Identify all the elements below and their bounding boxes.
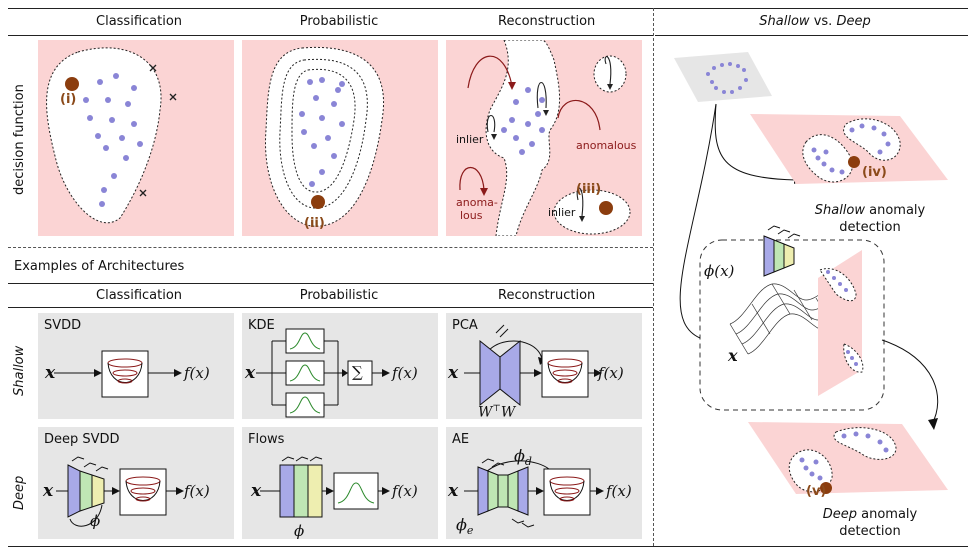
arch-header-bottom-rule — [8, 307, 653, 308]
outlier-iv — [848, 156, 860, 168]
diagram-deep-svdd — [56, 456, 184, 527]
box-kde — [242, 313, 438, 419]
ae-phi-e: ϕe — [456, 515, 474, 538]
label-inlier-2: inlier — [548, 206, 576, 219]
diagram-svdd — [54, 350, 182, 398]
col-header-probabilistic: Probabilistic — [299, 14, 379, 29]
diagram-ae — [464, 458, 604, 528]
col-header-classification: Classification — [96, 14, 183, 29]
panel-reconstruction — [446, 40, 642, 236]
kde-sum: ∑ — [352, 363, 363, 381]
box-title-svdd: SVDD — [44, 318, 82, 333]
shallow-caption: Shallow anomaly detection — [814, 203, 926, 235]
outlier-iii — [599, 201, 613, 215]
pca-output-fx: f(x) — [598, 364, 624, 382]
marker-v: (v) — [806, 484, 827, 499]
svdd-output-fx: f(x) — [184, 364, 210, 382]
diagram-flows — [260, 456, 390, 518]
box-title-ae: AE — [452, 432, 470, 447]
right-title: Shallow vs. Deep — [759, 14, 871, 29]
arch-col-probabilistic: Probabilistic — [299, 288, 379, 303]
vertical-divider — [653, 8, 654, 546]
deep-svdd-output-fx: f(x) — [184, 482, 210, 500]
right-phi-label: ϕ(x) — [704, 262, 735, 280]
header-rule-left — [8, 35, 653, 36]
box-title-deep-svdd: Deep SVDD — [44, 432, 120, 447]
row-label-decision-function: decision function — [12, 84, 27, 195]
diagram-kde — [256, 328, 390, 418]
flows-phi: ϕ — [294, 522, 305, 540]
marker-i: (i) — [60, 92, 77, 107]
right-x-label: x — [728, 346, 738, 365]
row-label-shallow: Shallow — [12, 345, 27, 396]
diagram-pca — [464, 324, 602, 407]
flows-input-x: x — [251, 481, 262, 501]
pca-input-x: x — [448, 363, 459, 383]
pca-wtw: W⊤W — [478, 404, 516, 421]
arch-section-title: Examples of Architectures — [14, 259, 185, 274]
outlier-ii — [311, 195, 325, 209]
right-illustration — [674, 52, 948, 494]
marker-ii: (ii) — [304, 216, 325, 231]
box-title-pca: PCA — [452, 318, 478, 333]
deep-caption: Deep anomaly detection — [822, 507, 918, 539]
header-rule-right — [655, 35, 968, 36]
col-header-reconstruction: Reconstruction — [498, 14, 596, 29]
box-title-kde: KDE — [248, 318, 275, 333]
kde-input-x: x — [245, 363, 256, 383]
marker-iii: (iii) — [576, 182, 602, 197]
marker-iv: (iv) — [862, 165, 887, 180]
outlier-i — [65, 77, 79, 91]
label-inlier-1: inlier — [456, 133, 484, 146]
ae-phi-d: ϕd — [514, 446, 532, 469]
arch-header-top-rule — [8, 283, 653, 284]
panel-probabilistic — [242, 40, 438, 236]
kde-output-fx: f(x) — [392, 364, 418, 382]
bottom-rule — [8, 546, 968, 547]
label-anomalous-2b: lous — [460, 209, 483, 222]
ae-input-x: x — [448, 481, 459, 501]
ae-output-fx: f(x) — [606, 482, 632, 500]
outlier-v — [820, 482, 832, 494]
deep-svdd-phi: ϕ — [90, 512, 101, 530]
top-rule — [8, 8, 968, 9]
deep-svdd-input-x: x — [43, 481, 54, 501]
arch-col-reconstruction: Reconstruction — [498, 288, 596, 303]
box-title-flows: Flows — [248, 432, 285, 447]
row-label-deep: Deep — [12, 475, 27, 510]
arch-col-classification: Classification — [96, 288, 183, 303]
flows-output-fx: f(x) — [392, 482, 418, 500]
svdd-input-x: x — [45, 363, 56, 383]
panel-classification — [38, 40, 234, 236]
section-divider — [8, 247, 653, 248]
label-anomalous-2a: anoma- — [456, 196, 498, 209]
label-anomalous-1: anomalous — [576, 139, 637, 152]
